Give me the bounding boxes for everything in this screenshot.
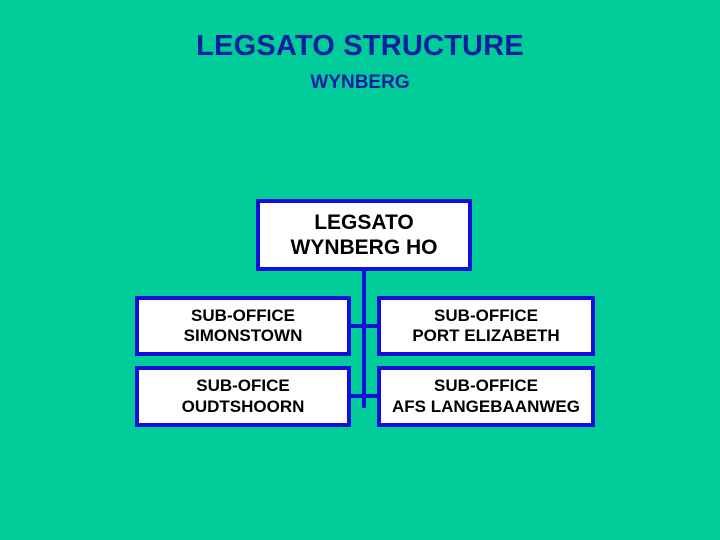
page-title: LEGSATO STRUCTURE <box>196 30 524 62</box>
page-subtitle: WYNBERG <box>310 72 410 93</box>
org-node-oudtshoorn: SUB-OFICE OUDTSHOORN <box>135 366 351 427</box>
connector-row1-right <box>366 324 378 328</box>
connector-row2-left <box>350 394 362 398</box>
org-node-root-line2: WYNBERG HO <box>290 236 438 259</box>
connector-row2-right <box>366 394 378 398</box>
org-node-root-line1: LEGSATO <box>314 210 414 234</box>
org-node-line2: PORT ELIZABETH <box>412 326 560 345</box>
org-node-simonstown: SUB-OFFICE SIMONSTOWN <box>135 296 351 356</box>
org-node-line1: SUB-OFFICE <box>434 376 538 396</box>
org-node-line2: OUDTSHOORN <box>181 396 305 416</box>
connector-vertical <box>362 271 366 408</box>
org-node-line1: SUB-OFFICE <box>434 305 538 325</box>
connector-row1-left <box>350 324 362 328</box>
org-node-line1: SUB-OFFICE <box>191 305 295 325</box>
org-node-root: LEGSATO WYNBERG HO <box>256 199 472 271</box>
org-node-afs-langebaanweg: SUB-OFFICE AFS LANGEBAANWEG <box>377 366 595 427</box>
org-node-line2: SIMONSTOWN <box>183 326 303 345</box>
org-node-port-elizabeth: SUB-OFFICE PORT ELIZABETH <box>377 296 595 356</box>
org-node-line1: SUB-OFICE <box>196 376 290 396</box>
org-node-line2: AFS LANGEBAANWEG <box>392 396 580 416</box>
